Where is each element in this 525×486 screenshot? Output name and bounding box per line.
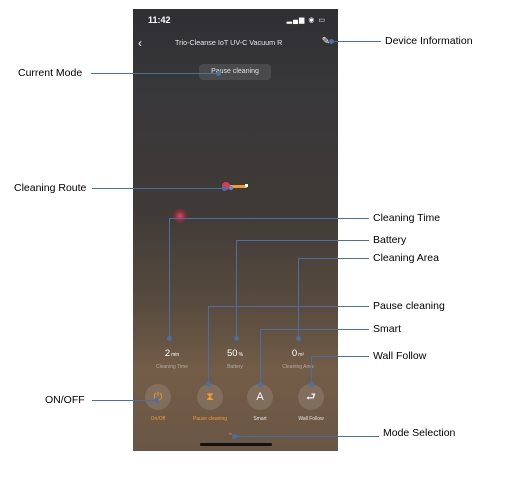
annotation-line xyxy=(311,356,369,357)
pause-button[interactable]: ⧗ xyxy=(197,384,223,410)
annotation-on-off: ON/OFF xyxy=(45,394,85,406)
annotation-dot xyxy=(222,186,227,191)
dock-icon xyxy=(229,186,233,190)
annotation-current-mode: Current Mode xyxy=(18,67,83,79)
annotation-device-information: Device Information xyxy=(385,35,473,47)
annotation-line xyxy=(298,258,299,338)
annotation-dot xyxy=(232,434,237,439)
annotation-line xyxy=(169,218,170,338)
annotation-cleaning-time: Cleaning Time xyxy=(373,212,441,224)
annotation-line xyxy=(91,73,218,74)
annotation-dot xyxy=(216,71,221,76)
battery-label: Battery xyxy=(227,364,243,370)
hourglass-icon: ⧗ xyxy=(206,391,214,403)
annotation-line xyxy=(169,218,369,219)
annotation-dot xyxy=(154,398,159,403)
app-screen: 11:42 ▂▄▆ ◉ ▭ ‹ Trio-Cleanse IoT UV-C Va… xyxy=(133,9,338,451)
device-title: Trio-Cleanse IoT UV-C Vacuum R xyxy=(175,38,283,47)
status-icons: ▂▄▆ ◉ ▭ xyxy=(286,17,326,24)
background-glare xyxy=(173,209,187,223)
annotation-line xyxy=(92,400,156,401)
annotation-line xyxy=(298,258,369,259)
cleaning-time-label: Cleaning Time xyxy=(156,364,188,370)
annotation-smart: Smart xyxy=(373,323,402,335)
annotation-dot xyxy=(309,382,314,387)
annotation-pause-cleaning: Pause cleaning xyxy=(373,300,445,312)
annotation-cleaning-area: Cleaning Area xyxy=(373,252,439,264)
annotation-dot xyxy=(234,336,239,341)
back-icon[interactable]: ‹ xyxy=(138,36,142,50)
annotation-cleaning-route: Cleaning Route xyxy=(14,182,87,194)
annotation-dot xyxy=(258,382,263,387)
annotation-wall-follow: Wall Follow xyxy=(373,350,427,362)
annotation-dot xyxy=(329,39,334,44)
annotation-line xyxy=(236,240,237,338)
annotation-line xyxy=(234,436,379,437)
annotation-line xyxy=(260,329,261,384)
cleaning-area-value: 0m² xyxy=(291,348,305,359)
annotation-line xyxy=(208,306,209,384)
annotation-dot xyxy=(206,382,211,387)
smart-label: Smart xyxy=(253,416,267,422)
battery-value: 50% xyxy=(226,348,244,359)
annotation-line xyxy=(260,329,369,330)
annotation-battery: Battery xyxy=(373,234,407,246)
status-time: 11:42 xyxy=(148,15,171,25)
annotation-dot xyxy=(296,336,301,341)
annotation-mode-selection: Mode Selection xyxy=(383,427,456,439)
power-icon: ⏻ xyxy=(153,391,163,403)
annotation-line xyxy=(236,240,369,241)
wall-follow-button[interactable]: ⮐ xyxy=(298,384,324,410)
annotation-dot xyxy=(167,336,172,341)
cleaning-time-value: 2min xyxy=(164,348,180,359)
pause-label: Pause cleaning xyxy=(192,416,228,422)
annotation-line xyxy=(331,41,381,42)
power-label: On/Off xyxy=(150,416,166,422)
smart-button[interactable]: A xyxy=(247,384,273,410)
cleaning-area-label: Cleaning Area xyxy=(282,364,314,370)
edit-icon[interactable]: ✎ xyxy=(321,36,330,47)
route-end-marker xyxy=(245,184,248,187)
smart-icon: A xyxy=(256,391,264,403)
power-button[interactable]: ⏻ xyxy=(145,384,171,410)
home-indicator xyxy=(200,443,272,446)
annotation-line xyxy=(208,306,369,307)
annotation-line xyxy=(311,356,312,384)
wall-follow-icon: ⮐ xyxy=(306,391,316,403)
mode-selection-chevron-icon[interactable]: ^ xyxy=(229,433,232,439)
wall-follow-label: Wall Follow xyxy=(298,416,324,422)
annotation-line xyxy=(92,188,224,189)
current-mode-pill: Pause cleaning xyxy=(199,64,271,80)
route-path xyxy=(225,185,247,188)
